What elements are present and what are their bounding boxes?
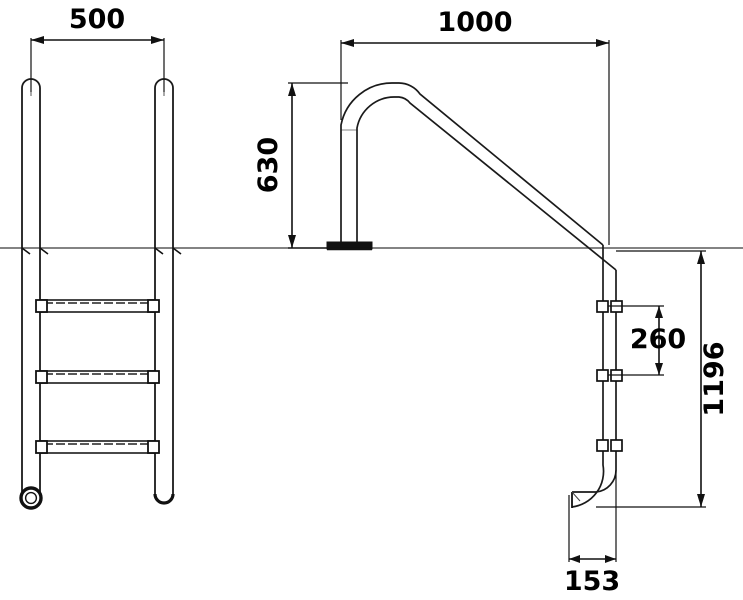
dimension-1196: 1196 [596, 250, 730, 508]
dimension-500: 500 [30, 4, 165, 92]
dimension-label-500: 500 [69, 4, 125, 35]
dimension-label-1196: 1196 [699, 341, 730, 416]
left-ladder [19, 78, 182, 510]
handrail [340, 82, 617, 271]
dimension-label-153: 153 [564, 566, 620, 597]
step-bracket [596, 439, 623, 452]
dimension-153: 153 [564, 470, 620, 597]
lower-vertical-rail [571, 245, 623, 508]
dimension-1000: 1000 [340, 7, 610, 245]
anchor-base-flange [326, 241, 373, 251]
ladder-rung [35, 299, 160, 313]
ladder-rung [35, 370, 160, 384]
dimension-label-1000: 1000 [437, 7, 512, 38]
dimension-630: 630 [253, 82, 348, 249]
ladder-right-rail [153, 78, 175, 505]
ladder-rung [35, 440, 160, 454]
dimension-260: 260 [608, 305, 686, 376]
dimension-label-260: 260 [630, 324, 686, 355]
dimension-label-630: 630 [253, 137, 284, 193]
